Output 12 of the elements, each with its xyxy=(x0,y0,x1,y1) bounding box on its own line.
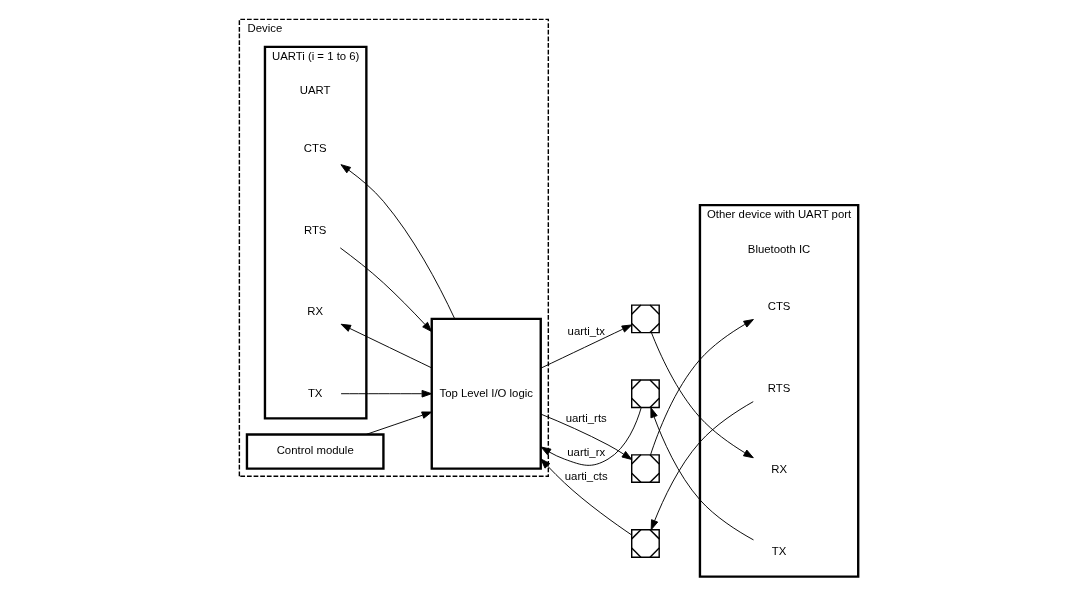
node-text: CTS xyxy=(303,142,327,155)
node-text: RX xyxy=(306,305,323,318)
edge-label: uarti_cts xyxy=(564,469,608,482)
node-text: RX xyxy=(770,463,787,476)
node-text: RTS xyxy=(767,381,790,394)
edge-label: uarti_tx xyxy=(567,324,605,337)
edge-label: uarti_rx xyxy=(566,445,605,458)
node-text: TX xyxy=(307,386,322,399)
node-text: RTS xyxy=(303,223,326,236)
node-text: TX xyxy=(771,544,786,557)
node-text: CTS xyxy=(767,300,790,313)
edge-label: uarti_rts xyxy=(565,411,607,424)
